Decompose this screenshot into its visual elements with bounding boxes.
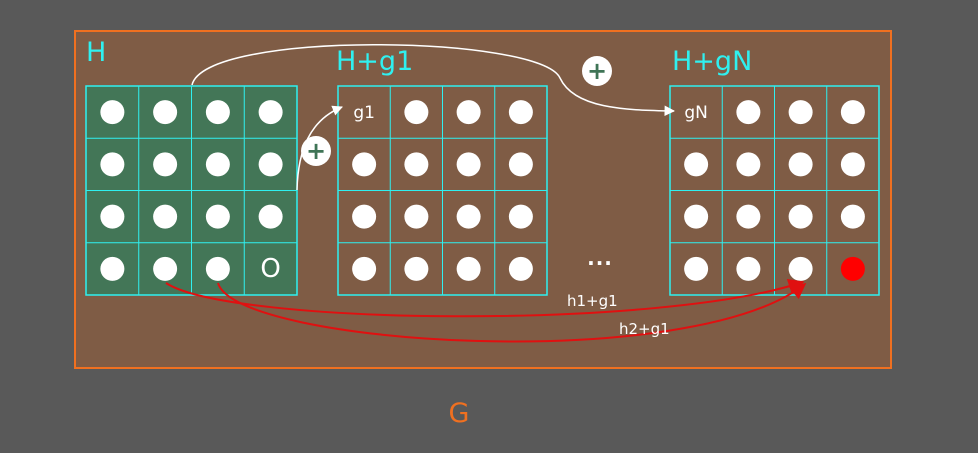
cell-label: O xyxy=(260,254,280,284)
node xyxy=(736,152,761,177)
cell-label: g1 xyxy=(353,103,375,123)
node xyxy=(508,204,533,229)
highlight-node xyxy=(840,256,865,281)
node xyxy=(456,256,481,281)
node xyxy=(788,152,813,177)
panel-label-hg1: H+g1 xyxy=(336,46,414,77)
cell-label: gN xyxy=(684,103,708,123)
panel-0: O xyxy=(85,85,298,296)
node xyxy=(153,100,178,125)
arrow-h2-to-target xyxy=(217,282,807,343)
node xyxy=(788,204,813,229)
node xyxy=(684,204,709,229)
node xyxy=(456,100,481,125)
plus-symbol-1: + xyxy=(301,136,331,166)
node xyxy=(205,152,230,177)
node xyxy=(840,152,865,177)
node xyxy=(508,152,533,177)
node xyxy=(258,152,283,177)
arrow-label-h2g1: h2+g1 xyxy=(619,320,670,338)
arrow-label-h1g1: h1+g1 xyxy=(567,292,618,310)
plus-symbol-2: + xyxy=(582,56,612,86)
node xyxy=(508,100,533,125)
arrow-h1-to-target xyxy=(165,278,805,318)
node xyxy=(684,256,709,281)
node xyxy=(100,204,125,229)
node xyxy=(352,256,377,281)
node xyxy=(684,152,709,177)
node xyxy=(258,100,283,125)
node xyxy=(456,152,481,177)
node xyxy=(840,100,865,125)
node xyxy=(100,152,125,177)
node xyxy=(736,100,761,125)
node xyxy=(352,204,377,229)
node xyxy=(153,152,178,177)
node xyxy=(258,204,283,229)
node xyxy=(456,204,481,229)
group-label: G xyxy=(448,398,470,429)
panel-1: g1 xyxy=(337,85,548,296)
node xyxy=(736,256,761,281)
node xyxy=(404,204,429,229)
node xyxy=(205,204,230,229)
node xyxy=(404,100,429,125)
node xyxy=(153,256,178,281)
panels-layer: Og1 gN xyxy=(85,85,880,296)
node xyxy=(205,100,230,125)
arrow-h-to-hgn xyxy=(191,44,676,117)
panel-label-h: H xyxy=(86,37,107,68)
node xyxy=(100,256,125,281)
panel-2: gN xyxy=(669,85,880,296)
node xyxy=(404,256,429,281)
node xyxy=(736,204,761,229)
node xyxy=(404,152,429,177)
node xyxy=(788,256,813,281)
node xyxy=(352,152,377,177)
node xyxy=(205,256,230,281)
node xyxy=(840,204,865,229)
panel-label-hgn: H+gN xyxy=(672,46,753,77)
node xyxy=(508,256,533,281)
node xyxy=(100,100,125,125)
node xyxy=(788,100,813,125)
node xyxy=(153,204,178,229)
ellipsis: ... xyxy=(587,246,613,270)
